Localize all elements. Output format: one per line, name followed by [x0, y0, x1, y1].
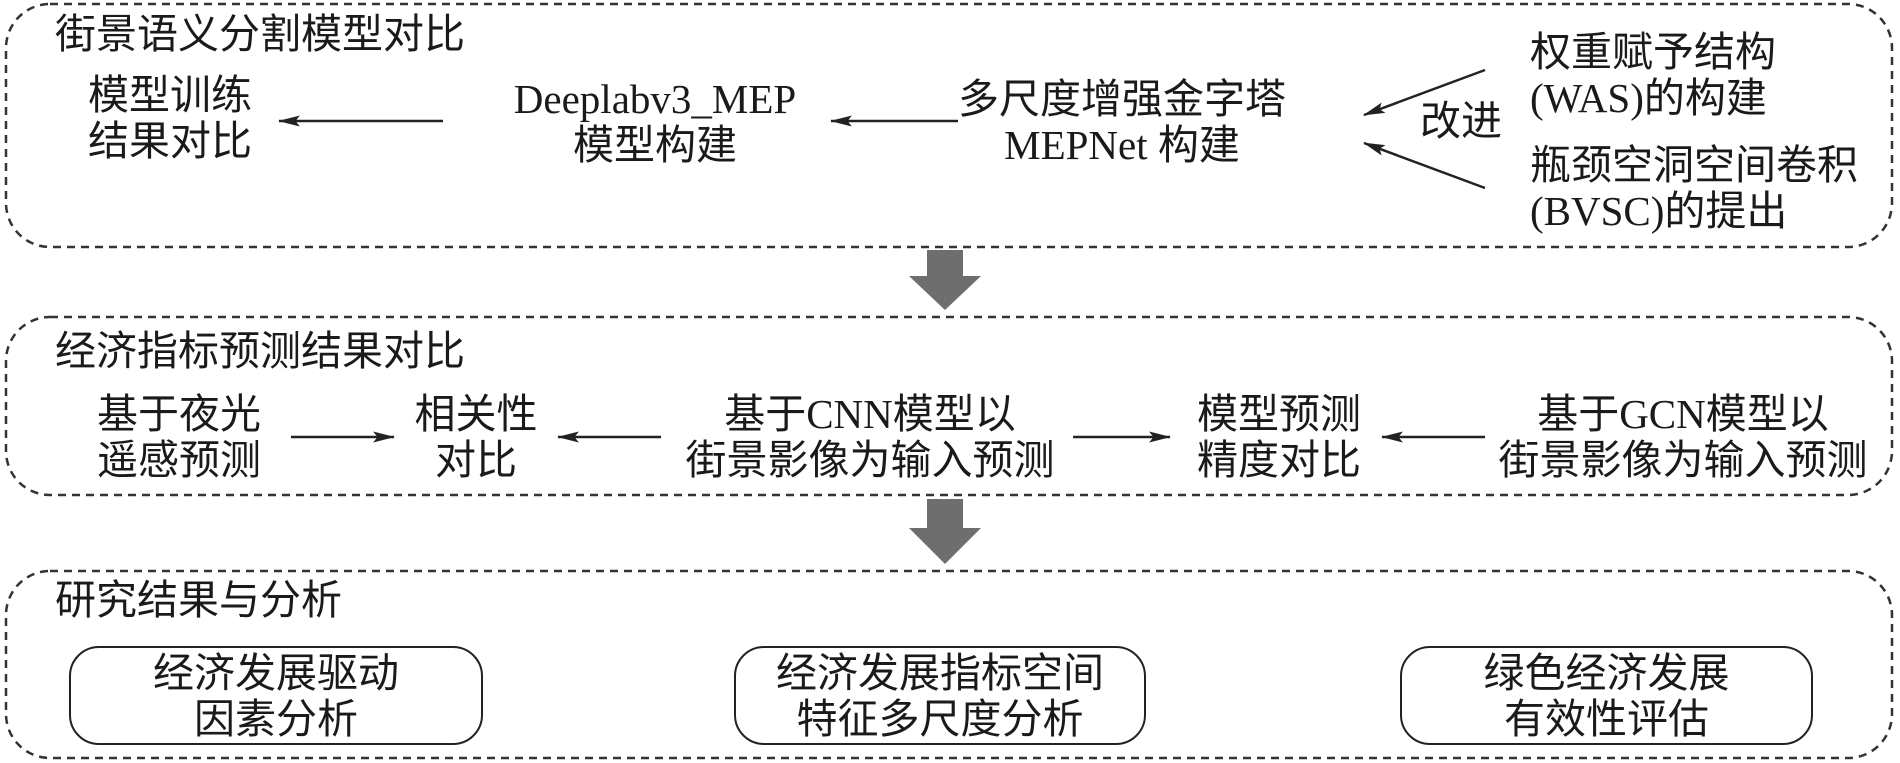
- result-box-green-economy: 绿色经济发展 有效性评估: [1400, 646, 1813, 745]
- section-box-prediction: [4, 315, 1894, 497]
- node-was-line2: (WAS)的构建: [1530, 75, 1767, 121]
- node-correlation: 相关性 对比: [406, 391, 546, 483]
- section-title-prediction: 经济指标预测结果对比: [55, 328, 465, 374]
- node-accuracy: 模型预测 精度对比: [1179, 391, 1379, 483]
- node-night-light-line1: 基于夜光: [97, 391, 261, 437]
- node-cnn-line2: 街景影像为输入预测: [685, 437, 1055, 483]
- flow-arrow-down-2: [909, 499, 981, 564]
- arrow-was-to-mepnet: [1362, 68, 1486, 117]
- node-cnn-line1: 基于CNN模型以: [724, 391, 1016, 437]
- node-model-training-line1: 模型训练: [88, 72, 252, 118]
- node-model-training: 模型训练 结果对比: [70, 72, 270, 164]
- node-bvsc-line2: (BVSC)的提出: [1530, 188, 1788, 234]
- result-box-driving-factors: 经济发展驱动 因素分析: [69, 646, 483, 745]
- node-night-light-line2: 遥感预测: [97, 437, 261, 483]
- node-gcn-line1: 基于GCN模型以: [1537, 391, 1829, 437]
- node-gcn: 基于GCN模型以 街景影像为输入预测: [1493, 391, 1873, 483]
- flow-arrow-down-1: [909, 250, 981, 310]
- section-box-results: [4, 569, 1894, 760]
- node-mepnet: 多尺度增强金字塔 MEPNet 构建: [952, 76, 1292, 168]
- result-box-line1: 经济发展驱动: [153, 649, 399, 696]
- node-was: 权重赋予结构 (WAS)的构建: [1530, 29, 1776, 121]
- node-mepnet-line2: MEPNet 构建: [1004, 122, 1240, 168]
- node-bvsc-line1: 瓶颈空洞空间卷积: [1530, 142, 1858, 188]
- section-title-results: 研究结果与分析: [55, 577, 342, 623]
- result-box-line1: 经济发展指标空间: [776, 649, 1104, 696]
- result-box-line2: 因素分析: [194, 695, 358, 742]
- label-improve: 改进: [1420, 98, 1502, 144]
- node-accuracy-line2: 精度对比: [1197, 437, 1361, 483]
- node-model-training-line2: 结果对比: [88, 118, 252, 164]
- node-was-line1: 权重赋予结构: [1530, 29, 1776, 75]
- node-deeplab-line2: 模型构建: [573, 122, 737, 168]
- result-box-line2: 有效性评估: [1504, 695, 1709, 742]
- node-night-light: 基于夜光 遥感预测: [79, 391, 279, 483]
- node-accuracy-line1: 模型预测: [1197, 391, 1361, 437]
- node-deeplab-line1: Deeplabv3_MEP: [513, 76, 797, 122]
- node-cnn: 基于CNN模型以 街景影像为输入预测: [670, 391, 1070, 483]
- section-box-segmentation: [4, 2, 1894, 249]
- node-gcn-line2: 街景影像为输入预测: [1498, 437, 1868, 483]
- section-title-segmentation: 街景语义分割模型对比: [55, 11, 465, 57]
- result-box-line1: 绿色经济发展: [1483, 649, 1730, 696]
- arrow-bvsc-to-mepnet: [1362, 141, 1486, 190]
- node-correlation-line2: 对比: [435, 437, 517, 483]
- result-box-line2: 特征多尺度分析: [796, 695, 1084, 742]
- node-correlation-line1: 相关性: [414, 391, 538, 437]
- node-bvsc: 瓶颈空洞空间卷积 (BVSC)的提出: [1530, 142, 1858, 234]
- result-box-spatial-analysis: 经济发展指标空间 特征多尺度分析: [734, 646, 1146, 745]
- node-deeplab: Deeplabv3_MEP 模型构建: [505, 76, 805, 168]
- node-mepnet-line1: 多尺度增强金字塔: [958, 76, 1286, 122]
